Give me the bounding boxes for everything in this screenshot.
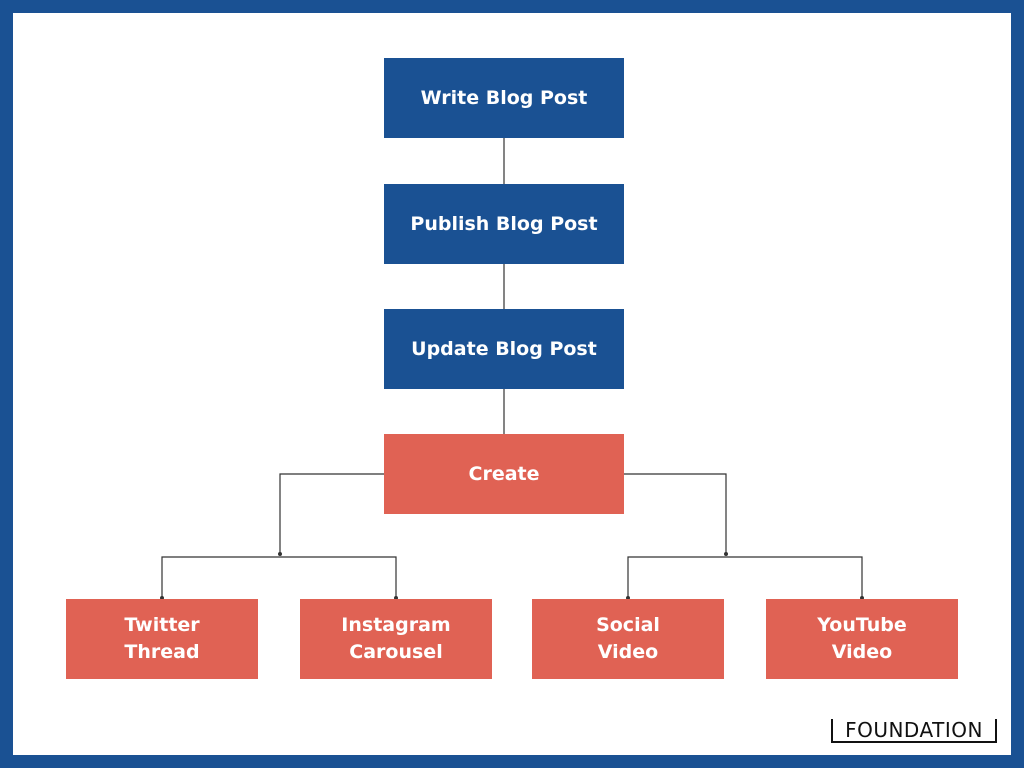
node-publish-blog-post: Publish Blog Post bbox=[384, 184, 624, 264]
node-instagram-carousel: Instagram Carousel bbox=[300, 599, 492, 679]
junction-dot bbox=[278, 552, 282, 556]
edge-left-bracket bbox=[161, 556, 397, 598]
node-write-blog-post: Write Blog Post bbox=[384, 58, 624, 138]
node-label: Create bbox=[468, 462, 540, 485]
node-label: Instagram Carousel bbox=[341, 614, 451, 663]
node-create: Create bbox=[384, 434, 624, 514]
node-twitter-thread: Twitter Thread bbox=[66, 599, 258, 679]
edge-create-left-branch bbox=[279, 473, 384, 554]
node-label: Twitter Thread bbox=[124, 614, 200, 663]
node-label: YouTube Video bbox=[817, 614, 907, 663]
logo-text: FOUNDATION bbox=[845, 718, 983, 742]
node-update-blog-post: Update Blog Post bbox=[384, 309, 624, 389]
node-label: Update Blog Post bbox=[411, 337, 597, 360]
node-social-video: Social Video bbox=[532, 599, 724, 679]
edge-right-bracket bbox=[627, 556, 863, 598]
node-youtube-video: YouTube Video bbox=[766, 599, 958, 679]
junction-dot bbox=[724, 552, 728, 556]
foundation-logo: FOUNDATION bbox=[831, 719, 997, 743]
edge-create-right-branch bbox=[624, 473, 727, 554]
node-label: Publish Blog Post bbox=[410, 212, 598, 235]
node-label: Write Blog Post bbox=[420, 86, 588, 109]
node-label: Social Video bbox=[596, 614, 660, 663]
